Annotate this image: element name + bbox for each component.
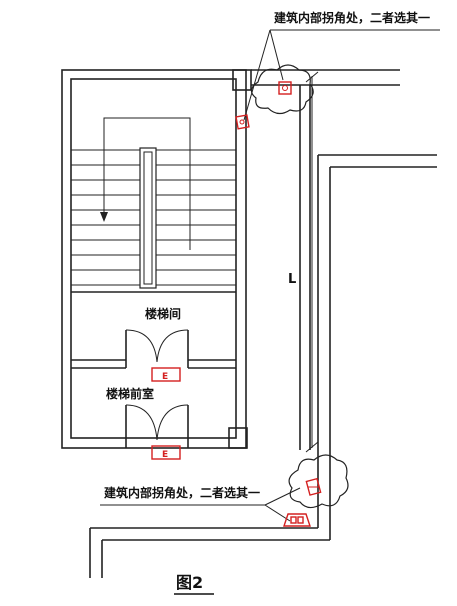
corridor-walls (89, 69, 437, 578)
dimension-label: L (288, 272, 296, 287)
bottom-note-text: 建筑内部拐角处，二者选其一 (103, 485, 260, 500)
lower-double-door (125, 404, 189, 448)
figure-caption: 图2 (176, 573, 203, 592)
top-note-text: 建筑内部拐角处，二者选其一 (273, 10, 430, 25)
exit-sign-upper: E (151, 367, 181, 382)
column-bottom (228, 427, 248, 449)
exit-lamp-icon (235, 114, 250, 130)
exit-sign-lower-text: E (162, 450, 168, 460)
cloud-highlight-icon (288, 454, 349, 509)
top-corner-note: 建筑内部拐角处，二者选其一 (243, 10, 440, 121)
column-top (232, 69, 252, 91)
exit-sign-lower: E (151, 445, 181, 460)
upper-double-door (71, 329, 236, 369)
stair-flights (70, 117, 237, 289)
stairwell-label: 楼梯间 (145, 306, 181, 321)
stair-lobby-label: 楼梯前室 (106, 386, 154, 401)
cloud-highlight-icon (250, 64, 314, 115)
bottom-corner-note: 建筑内部拐角处，二者选其一 (100, 485, 301, 522)
exit-sign-upper-text: E (162, 372, 168, 382)
exit-lamp-icon (283, 513, 311, 527)
dimension-L: L (288, 71, 319, 453)
